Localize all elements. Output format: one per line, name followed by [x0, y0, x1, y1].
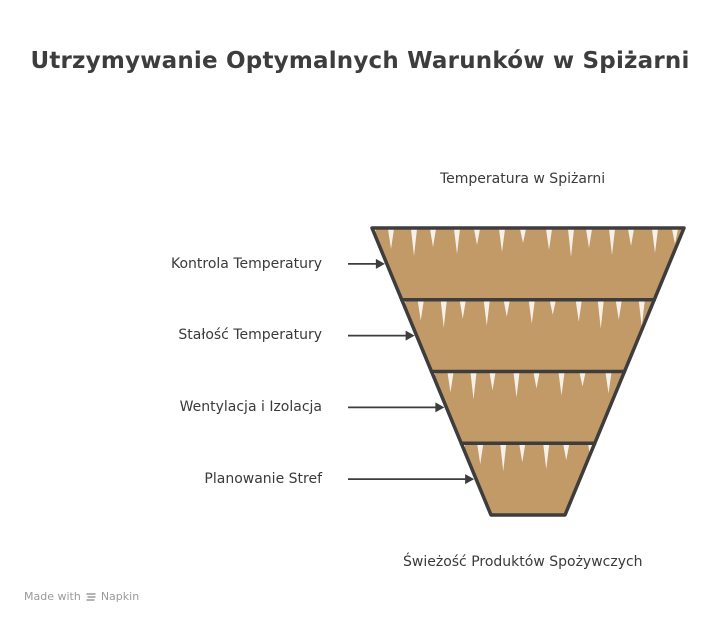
footer-brand: Napkin [100, 590, 140, 603]
layer-arrow-head-2 [405, 330, 415, 341]
funnel-layer-3 [429, 371, 627, 444]
layer-label-kontrola-temperatury: Kontrola Temperatury [170, 256, 322, 272]
layer-arrows [348, 258, 475, 485]
funnel-layer-texture-3 [429, 372, 612, 400]
footer-prefix: Made with [24, 590, 81, 603]
layer-arrow-head-3 [435, 402, 445, 413]
funnel-layer-1 [372, 228, 684, 300]
funnel-layer-texture-1 [372, 229, 678, 257]
layer-label-stalosc-temperatury: Stałość Temperatury [178, 327, 322, 343]
funnel-bottom-label: Świeżość Produktów Spożywczych [403, 554, 643, 570]
napkin-logo-icon [86, 592, 96, 601]
funnel-outline [370, 226, 686, 517]
diagram-title: Utrzymywanie Optymalnych Warunków w Spiż… [30, 48, 690, 74]
footer-credit: Made with Napkin [24, 590, 139, 603]
layer-arrow-head-1 [375, 258, 385, 269]
funnel-top-label: Temperatura w Spiżarni [440, 171, 606, 187]
funnel-outline-shape [370, 226, 686, 517]
funnel-layer-texture-2 [399, 300, 645, 329]
layer-label-planowanie-stref: Planowanie Stref [204, 471, 322, 487]
layer-arrow-head-4 [465, 474, 475, 485]
layer-label-wentylacja-izolacja: Wentylacja i Izolacja [179, 399, 322, 415]
